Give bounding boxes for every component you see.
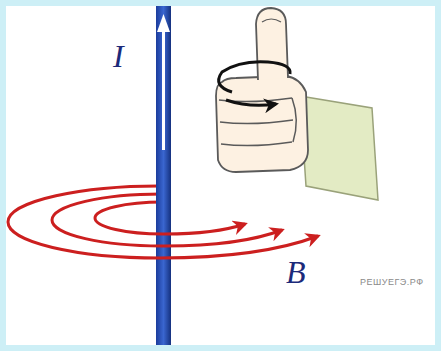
field-lines-front: [8, 218, 318, 258]
current-arrow: [162, 28, 165, 150]
curl-arrow-back: [219, 62, 290, 92]
right-hand-rule-illustration: [6, 6, 435, 345]
field-label: B: [286, 256, 306, 288]
thumbnail: [262, 19, 281, 22]
curl-arrow-front: [226, 100, 276, 105]
thumb: [256, 8, 288, 80]
finger-lines: [219, 98, 296, 146]
current-label: I: [113, 40, 124, 72]
current-arrowhead: [157, 14, 170, 32]
figure-area: I B РЕШУЕГЭ.РФ: [6, 6, 435, 345]
sleeve: [300, 96, 378, 200]
field-lines-back: [8, 186, 170, 222]
watermark: РЕШУЕГЭ.РФ: [360, 278, 424, 287]
wire: [156, 6, 171, 345]
